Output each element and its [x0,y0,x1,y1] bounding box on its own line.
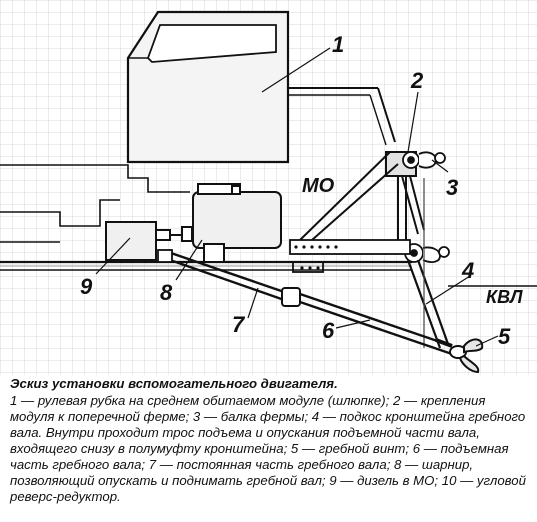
interior-steps [0,164,190,243]
callout-6: 6 [322,318,335,343]
callout-3: 3 [446,175,458,200]
lower-hinge [404,243,450,263]
callout-7: 7 [232,312,246,337]
callout-8: 8 [160,280,173,305]
installation-sketch: 1 2 3 4 5 6 7 8 9 МО КВЛ [0,0,537,375]
leader-lines [95,47,499,347]
figure-caption: Эскиз установки вспомогательного двигате… [10,376,530,505]
caption-body: 1 — рулевая рубка на среднем обитаемом м… [10,393,526,504]
diesel-engine [105,221,193,261]
waterline-label: КВЛ [486,287,523,307]
callout-1: 1 [332,32,344,57]
propeller [449,338,484,374]
engine-bed [289,239,411,273]
shaft-hinge [281,287,301,307]
wheelhouse [126,10,396,164]
lifting-shaft [299,292,453,356]
compartment-label: МО [302,175,335,197]
callout-4: 4 [461,258,474,283]
caption-title: Эскиз установки вспомогательного двигате… [10,376,338,391]
callout-5: 5 [498,324,511,349]
reverse-gearbox [192,183,282,263]
module-mount [402,151,446,169]
callout-9: 9 [80,274,93,299]
shaft-bracket-strut [401,175,450,349]
fixed-shaft [157,249,291,304]
callout-2: 2 [410,68,424,93]
